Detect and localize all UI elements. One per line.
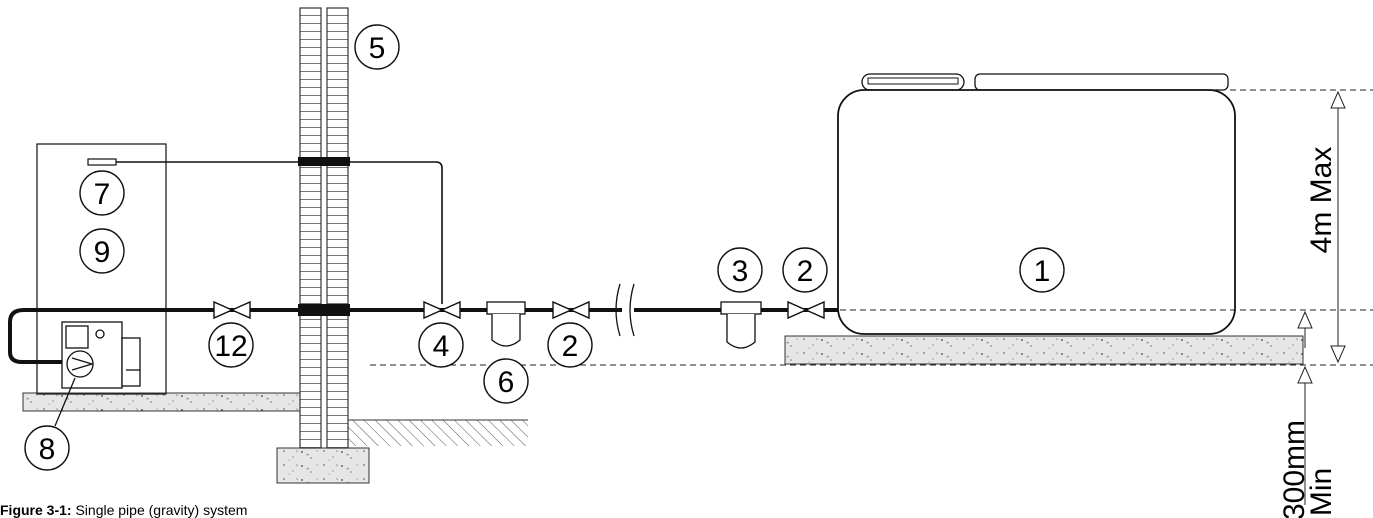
callout-circle-9 <box>79 228 125 274</box>
callout-circle-12 <box>208 322 254 368</box>
dimension-300mm: 300mm <box>1278 420 1311 518</box>
callout-circle-1 <box>1019 247 1065 293</box>
oil-tank <box>837 73 1236 335</box>
callout-7: 7 <box>94 178 111 211</box>
wall-foundation <box>276 447 370 484</box>
callout-circle-7 <box>79 170 125 216</box>
figure-caption-text: Single pipe (gravity) system <box>71 502 248 518</box>
callout-5: 5 <box>369 32 386 65</box>
dimension-lines <box>370 89 1373 505</box>
callout-8: 8 <box>39 433 56 466</box>
callout-leader-8 <box>54 377 76 427</box>
sensor-capillary <box>88 161 443 304</box>
callout-6: 6 <box>498 366 515 399</box>
callout-circle-6 <box>483 358 529 404</box>
callout-4: 4 <box>433 330 450 363</box>
dimension-4m-max: 4m Max <box>1305 147 1338 254</box>
callout-circle-2-tank <box>782 247 828 293</box>
valve-2-mid <box>552 300 590 320</box>
callout-circle-2-mid <box>547 322 593 368</box>
callout-circle-3 <box>717 247 763 293</box>
callout-1: 1 <box>1034 255 1051 288</box>
dimension-min: Min <box>1305 468 1338 516</box>
filter-6 <box>486 301 526 347</box>
callout-9: 9 <box>94 236 111 269</box>
callout-2-tank: 2 <box>797 255 814 288</box>
sensor-bulb <box>87 158 117 166</box>
valve-2-tank <box>787 300 825 320</box>
callout-circle-4 <box>418 322 464 368</box>
filter-3 <box>720 301 762 349</box>
appliance-base-slab <box>22 392 316 412</box>
callout-2-mid: 2 <box>562 330 579 363</box>
valve-12 <box>213 300 251 320</box>
wall <box>299 7 349 449</box>
callout-3: 3 <box>732 255 749 288</box>
tank-base-slab <box>784 335 1304 365</box>
figure-caption: Figure 3-1: Single pipe (gravity) system <box>0 502 247 518</box>
burner-pump <box>61 321 141 389</box>
callout-circle-5 <box>354 24 400 70</box>
callout-circle-8 <box>24 425 70 471</box>
callout-12: 12 <box>214 330 247 363</box>
valve-4 <box>423 300 461 320</box>
ground-hatch <box>346 420 528 446</box>
appliance-casing <box>36 143 167 395</box>
figure-caption-label: Figure 3-1: <box>0 502 72 518</box>
